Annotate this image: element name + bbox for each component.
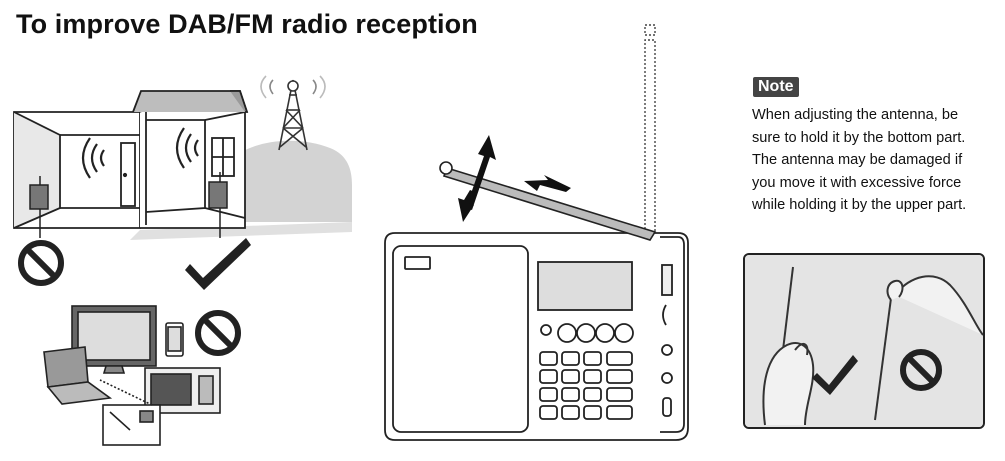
hill-background [130,140,352,240]
note-badge: Note [753,77,799,97]
antenna-incorrect-grip [874,275,983,421]
checkmark-icon [812,355,858,395]
no-symbol-icon [18,240,64,286]
note-line: sure to hold it by the bottom part. [752,129,966,146]
radio-placement-good [208,172,228,238]
antenna-correct-grip [762,266,815,426]
radio-tower-icon [260,75,326,151]
note-line: When adjusting the antenna, be [752,107,959,123]
hands-illustration [745,255,983,427]
no-symbol-icon [900,349,942,391]
note-line: The antenna may be damaged if [752,152,963,169]
page-title: To improve DAB/FM radio reception [16,9,478,39]
note-line: you move it with excessive force [752,174,962,191]
antenna-handling-photo [743,253,985,429]
radio-device [384,232,689,441]
note-line: while holding it by the upper part. [752,197,967,214]
note-text: When adjusting the antenna, be sure to h… [752,104,997,217]
radio-placement-bad [29,176,49,238]
electronic-devices [43,305,221,446]
antenna-vertical [644,24,656,233]
antenna-tilted [439,161,657,241]
radio-keypad [539,351,633,420]
signal-waves [81,127,199,179]
direction-arrows [458,135,571,222]
checkmark-icon [185,238,251,290]
no-symbol-icon [195,310,241,356]
